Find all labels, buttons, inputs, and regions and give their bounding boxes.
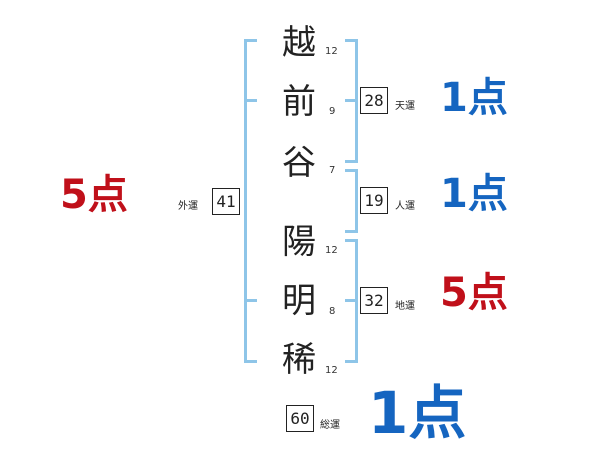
sou-score: 1点 — [368, 379, 467, 447]
stroke-count: 7 — [329, 165, 336, 176]
sou-value: 60 — [286, 405, 314, 432]
name-char: 前 — [282, 82, 316, 122]
chi-label: 地運 — [395, 301, 415, 312]
ten-score: 1点 — [440, 75, 508, 121]
chi-score: 5点 — [440, 270, 508, 316]
gai-value: 41 — [212, 188, 240, 215]
name-char: 稀 — [282, 340, 316, 380]
heaven-bracket — [345, 39, 358, 163]
bracket-tick — [247, 299, 257, 302]
sou-label: 総運 — [320, 420, 340, 431]
bracket-tick — [247, 99, 257, 102]
name-char: 陽 — [282, 222, 316, 262]
chi-value: 32 — [360, 287, 388, 314]
ten-label: 天運 — [395, 101, 415, 112]
name-char: 明 — [282, 281, 316, 321]
stroke-count: 8 — [329, 306, 336, 317]
jin-score: 1点 — [440, 171, 508, 217]
stroke-count: 12 — [325, 46, 338, 57]
name-char: 越 — [282, 23, 316, 63]
gai-label: 外運 — [178, 201, 198, 212]
bracket-tick — [345, 299, 355, 302]
earth-bracket — [345, 239, 358, 363]
stroke-count: 12 — [325, 365, 338, 376]
stroke-count: 12 — [325, 245, 338, 256]
name-char: 谷 — [282, 143, 316, 183]
jin-value: 19 — [360, 187, 388, 214]
ten-value: 28 — [360, 87, 388, 114]
person-bracket — [345, 169, 358, 233]
jin-label: 人運 — [395, 201, 415, 212]
outer-bracket — [244, 39, 257, 363]
stroke-count: 9 — [329, 106, 336, 117]
bracket-tick — [345, 99, 355, 102]
gai-score: 5点 — [60, 172, 128, 218]
